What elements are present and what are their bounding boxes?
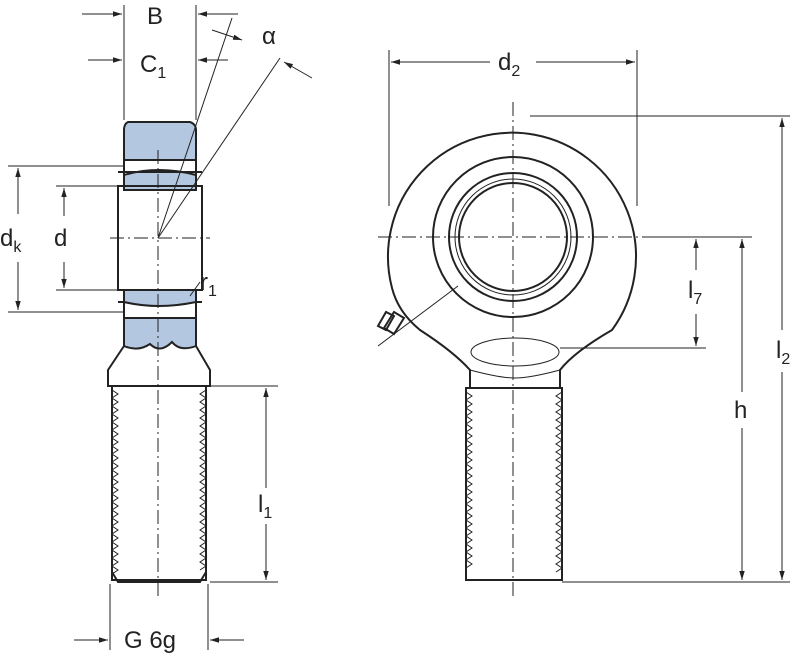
label-l7: l7	[688, 277, 702, 308]
eye-outline	[387, 131, 637, 389]
label-B: B	[147, 3, 163, 30]
front-view	[376, 102, 650, 600]
grease-nipple	[376, 285, 459, 347]
label-r1: r1	[200, 269, 217, 300]
front-shank	[465, 387, 563, 581]
label-d2: d2	[498, 49, 520, 80]
threaded-shank	[111, 385, 207, 581]
label-dk: dk	[0, 225, 22, 256]
label-h: h	[734, 397, 747, 424]
dimension-labels: B C1 α dk d r1 d2 l7 l2 h l1 G 6g	[0, 3, 790, 654]
housing-top	[123, 121, 197, 161]
thread-left	[111, 389, 119, 575]
front-dimensions	[388, 50, 790, 583]
housing-bottom	[123, 317, 197, 350]
label-d: d	[54, 225, 67, 252]
side-dimensions	[8, 5, 313, 650]
label-l2: l2	[776, 337, 790, 368]
label-thread: G 6g	[124, 627, 176, 654]
side-view	[107, 17, 281, 600]
label-alpha: α	[262, 23, 276, 50]
label-l1: l1	[258, 491, 272, 522]
thread-right	[199, 389, 207, 571]
label-C1: C1	[140, 51, 166, 82]
seal-bottom	[123, 289, 197, 307]
